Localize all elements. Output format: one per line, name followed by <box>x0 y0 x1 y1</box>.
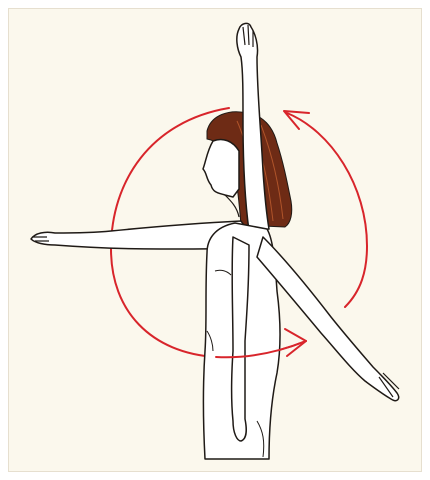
illustration-frame <box>8 8 422 472</box>
arm-rotation-illustration <box>9 9 422 472</box>
